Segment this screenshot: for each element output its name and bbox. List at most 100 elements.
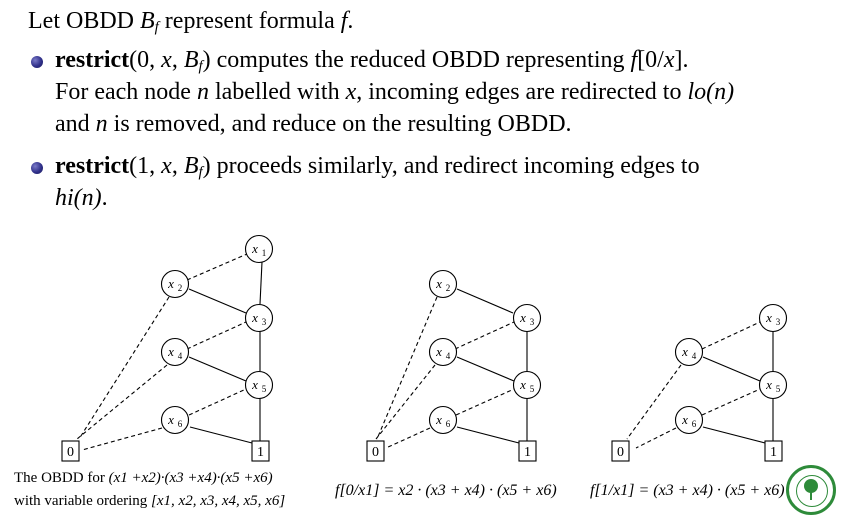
edge	[702, 356, 761, 382]
svg-text:x: x	[435, 412, 442, 427]
intro-f: f	[340, 8, 348, 34]
bullet-dot-icon	[31, 162, 43, 174]
b1-lo-arg: (n)	[706, 79, 735, 105]
edge	[456, 288, 514, 314]
b2-hi: hi	[55, 185, 74, 211]
b1-lo: lo	[687, 79, 707, 105]
svg-text:x: x	[167, 344, 174, 359]
svg-text:3: 3	[262, 317, 267, 327]
caption-restrict-1: f[1/x1] = (x3 + x4) · (x5 + x6)	[590, 482, 785, 500]
svg-text:4: 4	[692, 351, 697, 361]
svg-text:x: x	[519, 310, 526, 325]
edge	[186, 321, 247, 350]
b1-subst-x: x	[663, 47, 675, 73]
caption-full-formula: (x1 +x2)·(x3 +x4)·(x5 +x6)	[108, 470, 273, 486]
caption-restrict-0-formula: f[0/x1] = x2 · (x3 + x4) · (x5 + x6)	[335, 482, 557, 499]
bullet-dot-icon	[31, 56, 43, 68]
svg-text:6: 6	[446, 419, 451, 429]
svg-text:6: 6	[178, 419, 183, 429]
svg-text:4: 4	[446, 351, 451, 361]
svg-text:1: 1	[262, 248, 267, 258]
svg-text:3: 3	[776, 317, 781, 327]
b1-line2-c: , incoming edges are redirected to	[356, 79, 688, 105]
svg-text:x: x	[167, 276, 174, 291]
caption-restrict-0: f[0/x1] = x2 · (x3 + x4) · (x5 + x6)	[335, 482, 557, 500]
b1-n1: n	[196, 79, 209, 105]
b2-args-close: )	[202, 153, 211, 179]
b1-subst-end: ].	[674, 47, 689, 73]
b2-x: x	[161, 153, 172, 179]
caption-full-text-1: The OBDD for	[14, 470, 109, 486]
terminal-zero: 0	[61, 440, 80, 462]
b1-x2: x	[345, 79, 357, 105]
svg-text:5: 5	[776, 384, 781, 394]
svg-text:x: x	[765, 377, 772, 392]
b1-args-close: )	[202, 47, 211, 73]
svg-text:5: 5	[530, 384, 535, 394]
svg-text:1: 1	[524, 445, 531, 460]
edge	[385, 427, 431, 449]
caption-full-text-2: with variable ordering	[14, 493, 152, 509]
b1-line3-b: is removed, and reduce on the resulting …	[107, 111, 572, 137]
svg-text:x: x	[167, 412, 174, 427]
b2-rest1: proceeds similarly, and redirect incomin…	[210, 153, 700, 179]
b1-x: x	[161, 47, 172, 73]
edge	[78, 296, 170, 440]
svg-text:5: 5	[262, 384, 267, 394]
caption-full-obdd: The OBDD for (x1 +x2)·(x3 +x4)·(x5 +x6) …	[14, 467, 285, 513]
b1-bf: B	[183, 47, 199, 73]
svg-text:2: 2	[446, 283, 451, 293]
b1-args-open: (0,	[129, 47, 162, 73]
edge	[456, 426, 520, 444]
edge	[375, 364, 436, 440]
obdd-diagram-restrict-0	[375, 288, 528, 449]
b1-line2-a: For each node	[55, 79, 197, 105]
b2-hi-arg: (n)	[73, 185, 102, 211]
edge	[701, 388, 761, 416]
edge	[454, 321, 515, 350]
caption-full-ordering: [x1, x2, x3, x4, x5, x6]	[151, 493, 286, 509]
svg-text:0: 0	[372, 445, 379, 460]
intro-end: .	[347, 8, 354, 34]
edge	[626, 364, 682, 440]
svg-text:x: x	[435, 276, 442, 291]
b1-subst: [0/	[637, 47, 664, 73]
svg-text:4: 4	[178, 351, 183, 361]
b1-n2: n	[95, 111, 108, 137]
svg-text:0: 0	[617, 445, 624, 460]
restrict-keyword: restrict	[55, 47, 130, 73]
edge	[188, 288, 247, 314]
b1-line3-a: and	[55, 111, 96, 137]
terminal-zero: 0	[611, 440, 630, 462]
intro-bf-sub: f	[154, 19, 159, 36]
svg-text:x: x	[519, 377, 526, 392]
svg-text:x: x	[251, 241, 258, 256]
bullet-restrict-0-text: restrict(0, x, Bf) computes the reduced …	[55, 44, 843, 140]
edge	[81, 427, 163, 451]
b2-end: .	[101, 185, 108, 211]
university-seal-icon	[786, 465, 836, 515]
svg-text:6: 6	[692, 419, 697, 429]
svg-text:x: x	[681, 344, 688, 359]
edge	[701, 321, 761, 350]
edge	[455, 388, 515, 416]
terminal-one: 1	[764, 440, 783, 462]
caption-restrict-1-formula: f[1/x1] = (x3 + x4) · (x5 + x6)	[590, 482, 785, 499]
b2-bf-sub: f	[198, 164, 203, 181]
edge	[259, 261, 263, 305]
edge	[189, 426, 253, 444]
svg-text:1: 1	[257, 445, 264, 460]
